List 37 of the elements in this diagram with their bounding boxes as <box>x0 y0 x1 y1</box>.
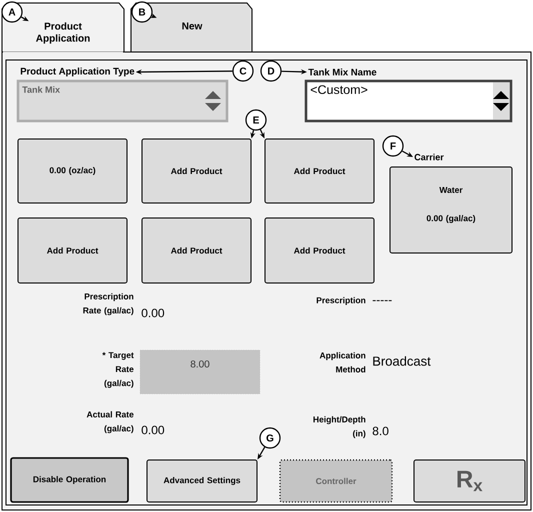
button: Add Product <box>264 138 374 204</box>
field-label: Carrier <box>414 154 444 160</box>
node-label: 0.00 (gal/ac) <box>426 215 476 223</box>
button: R$_{x}$ <box>414 460 526 502</box>
node-label: Water <box>439 187 463 193</box>
callout-letter: D <box>260 60 282 82</box>
value-text: 0.00 <box>142 426 164 434</box>
button: Add Product <box>264 218 374 284</box>
button: Disable Operation <box>10 457 129 503</box>
button: Add Product <box>18 218 128 284</box>
value-text: 0.00 <box>142 308 164 318</box>
field-label: Height/Depth (in) <box>313 416 366 438</box>
button: Add Product <box>142 138 252 204</box>
field-label: Prescription <box>316 297 366 305</box>
callout-letter: A <box>1 1 23 23</box>
value-text: ----- <box>372 300 392 302</box>
button: Advanced Settings <box>146 460 258 502</box>
callout-letter: E <box>245 109 267 131</box>
button: Add Product <box>142 218 252 284</box>
field-label: Actual Rate (gal/ac) <box>86 411 134 434</box>
dropdown-field: <Custom> <box>304 80 512 122</box>
field-label: Application Method <box>320 352 366 372</box>
button: 0.00 (oz/ac) <box>18 138 128 204</box>
callout-letter: G <box>259 427 281 449</box>
field-label: Tank Mix Name <box>308 68 376 76</box>
field-label: Prescription Rate (gal/ac) <box>83 293 134 316</box>
input-field: 8.00 <box>140 350 260 394</box>
value-text: Broadcast <box>373 356 431 366</box>
callout-letter: C <box>232 60 254 82</box>
field-label: Product Application Type <box>20 68 134 76</box>
button: Controller <box>279 459 393 503</box>
button: Water 0.00 (gal/ac) <box>390 166 512 254</box>
callout-letter: F <box>382 135 404 157</box>
field-label: * Target Rate (gal/ac) <box>102 352 134 388</box>
value-text: 8.0 <box>372 426 388 436</box>
callout-letter: B <box>131 1 153 23</box>
dropdown-field: Tank Mix <box>16 80 228 122</box>
